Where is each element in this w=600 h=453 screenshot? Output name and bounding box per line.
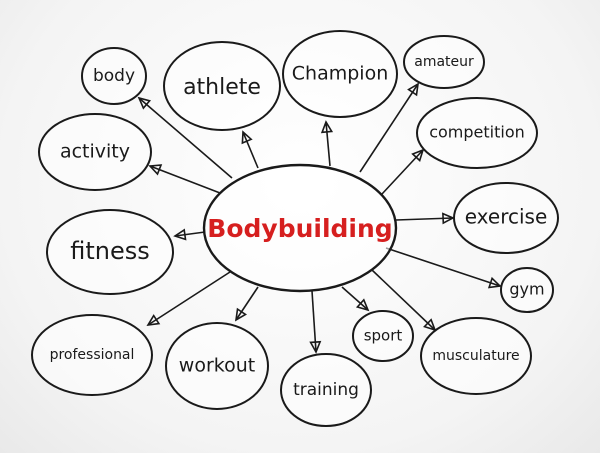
node-workout-label: workout (179, 355, 255, 377)
node-gym: gym (500, 267, 554, 313)
connector-line-champion (325, 121, 331, 167)
connector-line-fitness (174, 231, 206, 237)
node-fitness: fitness (46, 209, 174, 295)
connector-fitness (173, 228, 206, 241)
node-athlete-label: athlete (183, 75, 261, 100)
connector-athlete (241, 130, 259, 169)
node-competition: competition (416, 97, 538, 169)
arrowhead-sport (355, 298, 370, 312)
arrowhead-workout (234, 307, 248, 322)
node-fitness-bubble (46, 209, 174, 295)
arrowhead-training (309, 340, 322, 354)
node-amateur: amateur (403, 35, 485, 89)
connector-line-musculature (371, 269, 436, 331)
connector-activity (148, 164, 221, 194)
node-fitness-label: fitness (70, 237, 150, 265)
connector-exercise (395, 212, 455, 225)
node-sport: sport (352, 310, 414, 362)
connector-professional (146, 271, 231, 327)
connectors-layer (137, 82, 502, 354)
node-professional: professional (31, 314, 153, 396)
arrowhead-body (137, 96, 152, 110)
node-activity-label: activity (60, 141, 130, 163)
node-workout: workout (165, 322, 269, 410)
node-amateur-bubble (403, 35, 485, 89)
node-body: body (81, 47, 147, 105)
connector-line-gym (385, 247, 501, 287)
arrowhead-musculature (423, 318, 437, 332)
node-activity: activity (38, 113, 152, 191)
node-sport-label: sport (364, 327, 403, 345)
node-competition-bubble (416, 97, 538, 169)
node-athlete: athlete (163, 41, 281, 131)
arrowhead-champion (320, 120, 334, 134)
connector-line-activity (149, 165, 221, 194)
connector-gym (385, 247, 502, 289)
node-gym-bubble (500, 267, 554, 313)
arrowhead-gym (487, 276, 502, 289)
center-node: Bodybuilding (202, 163, 398, 293)
node-workout-bubble (165, 322, 269, 410)
node-athlete-bubble (163, 41, 281, 131)
connector-sport (341, 286, 370, 312)
connector-line-sport (341, 286, 369, 311)
node-exercise-bubble (453, 182, 559, 254)
node-gym-label: gym (509, 280, 544, 299)
node-body-label: body (93, 66, 135, 86)
connector-line-body (138, 97, 233, 179)
node-activity-bubble (38, 113, 152, 191)
node-champion-label: Champion (292, 63, 388, 85)
node-competition-label: competition (429, 123, 525, 142)
node-training: training (280, 353, 372, 427)
connector-line-professional (147, 271, 231, 326)
node-professional-label: professional (50, 347, 135, 363)
node-body-bubble (81, 47, 147, 105)
connector-amateur (359, 82, 420, 173)
node-exercise: exercise (453, 182, 559, 254)
node-musculature-label: musculature (432, 348, 519, 364)
arrowhead-competition (411, 148, 425, 162)
connector-line-amateur (359, 83, 419, 173)
arrowhead-exercise (442, 212, 455, 225)
node-professional-bubble (31, 314, 153, 396)
connector-musculature (371, 269, 437, 332)
center-label: Bodybuilding (207, 214, 392, 243)
node-exercise-label: exercise (465, 205, 548, 229)
node-champion: Champion (282, 30, 398, 118)
arrowhead-athlete (241, 130, 253, 145)
connector-line-competition (381, 149, 424, 195)
arrowhead-amateur (407, 82, 420, 97)
connector-workout (234, 286, 259, 322)
arrowhead-activity (148, 164, 163, 176)
node-champion-bubble (282, 30, 398, 118)
node-training-label: training (293, 380, 359, 400)
arrowhead-professional (146, 314, 161, 327)
node-sport-bubble (352, 310, 414, 362)
arrowhead-fitness (173, 228, 187, 241)
node-musculature-bubble (420, 317, 532, 395)
node-amateur-label: amateur (414, 54, 474, 70)
node-training-bubble (280, 353, 372, 427)
connector-training (309, 290, 322, 354)
connector-line-athlete (242, 131, 259, 169)
connector-competition (381, 148, 425, 195)
connector-body (137, 96, 233, 179)
connector-champion (320, 120, 334, 167)
node-musculature: musculature (420, 317, 532, 395)
center-bubble (202, 163, 398, 293)
connector-line-exercise (395, 217, 454, 221)
connector-line-workout (235, 286, 259, 321)
